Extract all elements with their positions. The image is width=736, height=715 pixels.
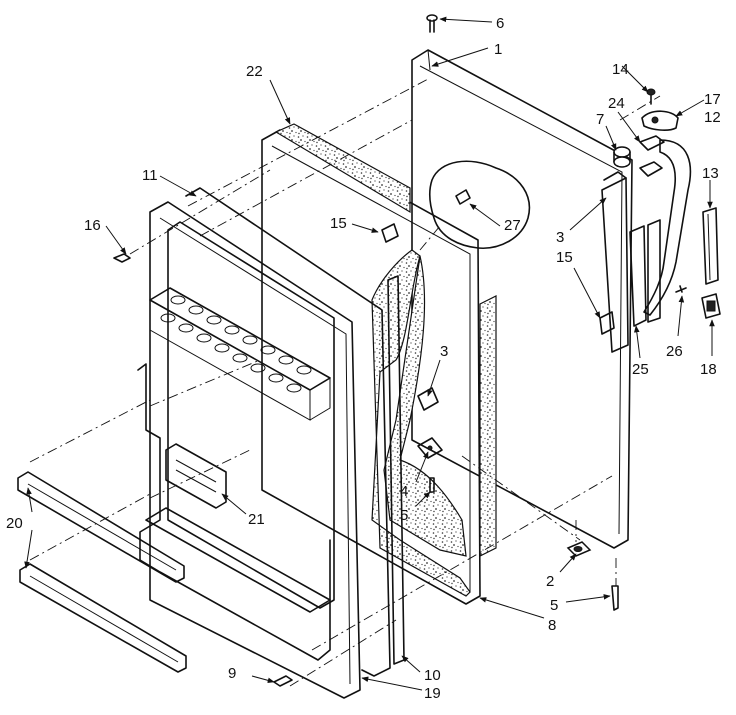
callout-1: 1 — [494, 41, 502, 58]
callout-11: 11 — [142, 167, 158, 184]
screw-16 — [113, 253, 131, 263]
screw-6 — [426, 14, 438, 33]
hinge-bracket — [601, 171, 629, 353]
screw-5-mid — [429, 477, 435, 493]
screw-9 — [273, 675, 293, 687]
hinge-pin — [613, 146, 631, 168]
end-cap — [701, 293, 721, 319]
callout-27: 27 — [504, 217, 521, 234]
foam-insulation — [274, 123, 497, 597]
callout-19: 19 — [424, 685, 441, 702]
callout-3-side: 3 — [556, 229, 564, 246]
leaders — [24, 16, 715, 691]
screw-14 — [646, 88, 656, 105]
callout-13: 13 — [702, 165, 719, 182]
callout-15-upper: 15 — [330, 215, 347, 232]
callout-25: 25 — [632, 361, 649, 378]
callout-14: 14 — [612, 61, 629, 78]
callout-21: 21 — [248, 511, 265, 528]
callout-4: 4 — [400, 483, 408, 500]
callout-3-mid: 3 — [440, 343, 448, 360]
callout-5-lower: 5 — [550, 597, 558, 614]
screw-5-lower — [611, 585, 619, 611]
alignment-lines — [29, 77, 661, 687]
door-gasket — [149, 187, 391, 699]
callout-8: 8 — [548, 617, 556, 634]
callout-12: 12 — [704, 109, 721, 126]
callout-26: 26 — [666, 343, 683, 360]
bushing-2 — [566, 541, 592, 557]
callout-2: 2 — [546, 573, 554, 590]
hinge-shim — [639, 135, 665, 177]
callout-18: 18 — [700, 361, 717, 378]
trim-strip — [702, 207, 719, 285]
door-liner — [137, 221, 335, 661]
callout-15-side: 15 — [556, 249, 573, 266]
callout-10: 10 — [424, 667, 441, 684]
clip-15-upper — [381, 223, 399, 243]
callout-9: 9 — [228, 665, 236, 682]
callout-6: 6 — [496, 15, 504, 32]
shelf-bar-upper — [17, 471, 185, 583]
callout-16: 16 — [84, 217, 101, 234]
callout-labels: 6 1 22 11 16 15 27 3 15 3 4 5 14 17 12 2… — [6, 15, 721, 702]
callout-22: 22 — [246, 63, 263, 80]
callout-7: 7 — [596, 111, 604, 128]
egg-holder — [160, 295, 312, 393]
callout-20: 20 — [6, 515, 23, 532]
clip-15-side — [599, 311, 615, 335]
cutaway-panel — [429, 160, 531, 249]
callout-17: 17 — [704, 91, 721, 108]
hinge-cap — [641, 110, 679, 131]
shelf-bar-lower — [19, 563, 187, 673]
callout-24: 24 — [608, 95, 625, 112]
screw-26 — [675, 285, 687, 293]
door-handle — [629, 139, 692, 327]
callout-5-mid: 5 — [400, 507, 408, 524]
bracket-3-mid — [417, 387, 439, 411]
